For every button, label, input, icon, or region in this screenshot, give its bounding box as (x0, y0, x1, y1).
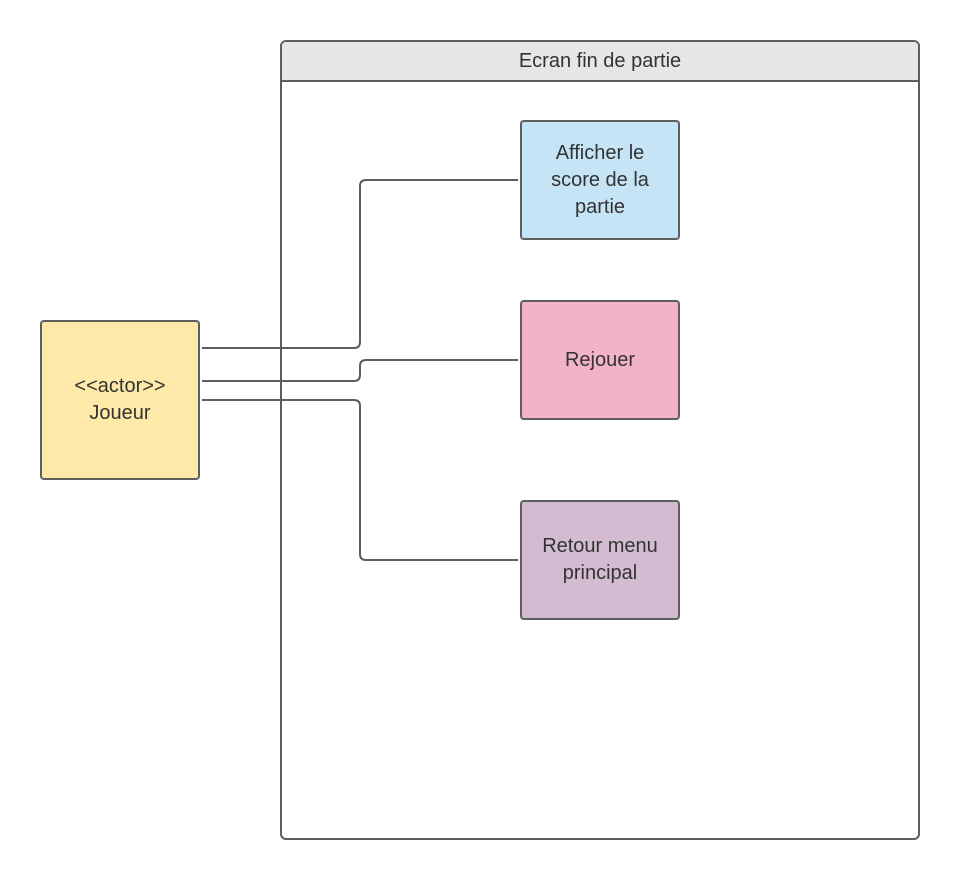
system-title: Ecran fin de partie (282, 42, 918, 82)
use-case-rejouer: Rejouer (520, 300, 680, 420)
use-case-retour-menu-principal: Retour menu principal (520, 500, 680, 620)
use-case-afficher-score: Afficher le score de la partie (520, 120, 680, 240)
actor-joueur: <<actor>> Joueur (40, 320, 200, 480)
